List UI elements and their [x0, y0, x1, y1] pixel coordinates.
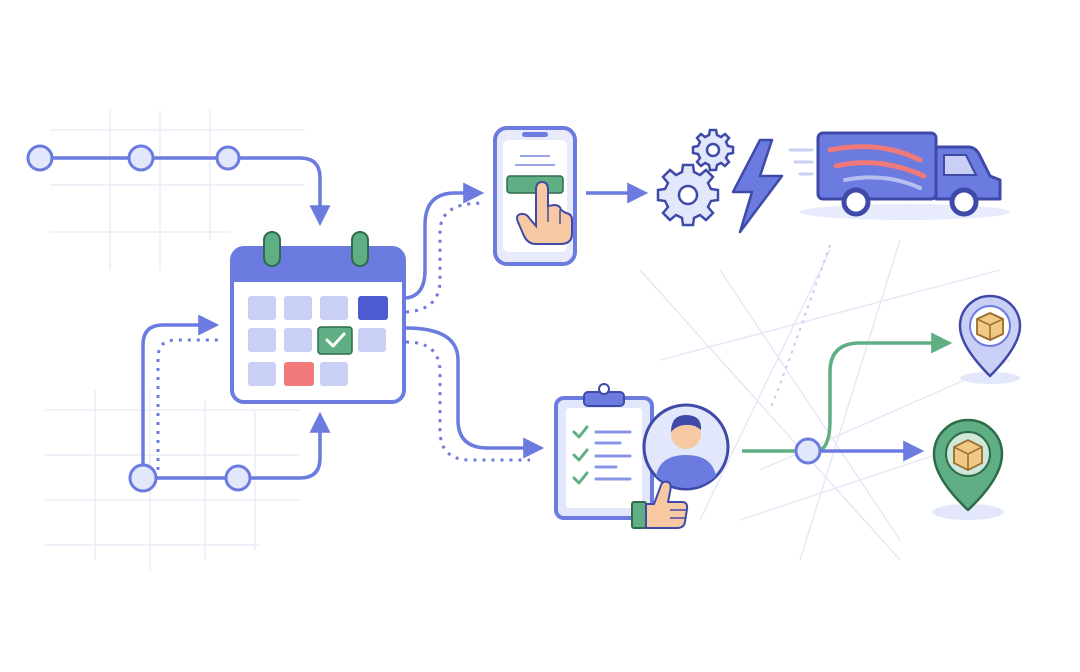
calendar-highlight-cell: [358, 296, 388, 320]
route-node: [224, 464, 252, 492]
calendar-to-clipboard-connector: [405, 326, 545, 462]
calendar-alert-cell: [284, 362, 314, 386]
lightning-icon: [731, 138, 784, 234]
package-location-pin-icon: [932, 418, 1004, 520]
delivery-truck-icon: [788, 131, 1010, 220]
gears-icon: [656, 128, 735, 227]
route-dashed-line: [769, 244, 831, 411]
clipboard-checklist-icon: [554, 383, 654, 520]
top-input-route: [26, 144, 331, 227]
user-avatar-icon: [642, 403, 730, 491]
calendar-selected-cell: [317, 326, 353, 355]
check-icon: [325, 332, 346, 348]
smartphone-icon: [493, 126, 577, 266]
route-node: [127, 144, 155, 172]
thumbs-up-icon: [631, 480, 689, 529]
tap-hand-icon: [516, 180, 573, 245]
bottom-input-route: [128, 314, 331, 493]
route-node: [215, 145, 241, 171]
background-map-lines: [639, 239, 1011, 561]
background-grid: [45, 110, 305, 570]
delivery-branch-route: [742, 332, 953, 465]
route-node: [128, 463, 158, 493]
calendar-icon: [230, 231, 406, 404]
package-location-pin-icon: [958, 294, 1022, 384]
route-node: [794, 437, 822, 465]
route-node: [26, 144, 54, 172]
calendar-to-phone-connector: [405, 182, 485, 314]
